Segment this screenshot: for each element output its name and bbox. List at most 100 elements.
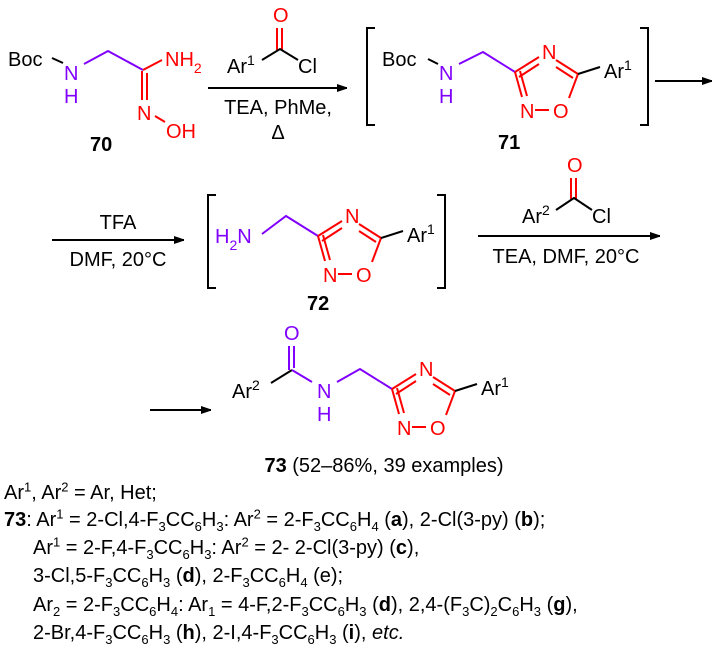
- reagent-tfa: TFA: [100, 212, 137, 234]
- note-text: 6: [307, 632, 315, 647]
- ar1-label: Ar1: [407, 221, 435, 247]
- note-text: 2: [253, 506, 261, 522]
- note-text: h: [182, 622, 195, 644]
- h2n-label: H2N: [215, 226, 252, 253]
- note-text: 3: [158, 519, 166, 534]
- carbonyl-o-label: O: [284, 323, 300, 345]
- note-text: d: [182, 565, 195, 587]
- note-text: H: [189, 537, 205, 559]
- amide-n-label: N: [317, 381, 331, 403]
- reagent-o-label: O: [273, 5, 289, 27]
- note-text: 73: [4, 509, 27, 531]
- note-line-3: Ar1 = 2-F,4-F3CC6H3: Ar2 = 2- 2-Cl(3-py)…: [33, 534, 420, 562]
- note-text: 3: [329, 632, 337, 647]
- bond: [261, 47, 299, 61]
- ch2-bond: [458, 50, 516, 73]
- nh2-label: NH2: [165, 49, 202, 76]
- note-text: 4: [371, 519, 379, 534]
- compound-73: Ar2 O N H N N O Ar1 73 (52–86%, 39 examp…: [150, 323, 509, 477]
- note-text: ), 2-F: [194, 565, 243, 587]
- note-text: (: [336, 622, 349, 644]
- note-text: 3: [242, 575, 250, 590]
- step-3: O Ar2 Cl TEA, DMF, 20°C: [478, 155, 660, 268]
- note-text: 3: [533, 604, 542, 619]
- note-text: 3: [313, 519, 321, 534]
- note-text: a: [390, 509, 403, 531]
- note-text: 6: [337, 604, 345, 619]
- nh-n-label: N: [64, 63, 78, 85]
- note-text: g: [553, 594, 566, 616]
- bond: [142, 59, 163, 71]
- note-text: 3: [462, 604, 470, 619]
- note-text: 2: [61, 479, 69, 495]
- note-text: 2: [53, 604, 61, 619]
- ring-n2-label: N: [520, 101, 534, 123]
- compound-label-71: 71: [498, 132, 520, 154]
- note-text: H: [344, 594, 360, 616]
- bond: [427, 58, 439, 65]
- note-text: 6: [278, 575, 286, 590]
- note-text: CC: [320, 509, 350, 531]
- bond: [555, 196, 593, 211]
- bond: [291, 369, 313, 383]
- note-text: 3: [204, 547, 212, 562]
- oxime-n-label: N: [137, 103, 151, 125]
- note-text: H: [285, 565, 301, 587]
- amide-h-label: H: [317, 404, 331, 426]
- note-text: Ar: [33, 594, 53, 616]
- ring-n4-label: N: [345, 206, 359, 228]
- note-text: 1: [208, 604, 216, 619]
- note-text: ), 2-I,4-F: [194, 622, 272, 644]
- oxadiazole-ring: N N O Ar1: [317, 206, 435, 287]
- ring-o-label: O: [553, 101, 569, 123]
- right-bracket: [437, 194, 446, 289]
- note-text: 3: [163, 632, 171, 647]
- reagent-cl-label: Cl: [592, 206, 611, 228]
- nh-h-label: H: [439, 86, 453, 108]
- note-text: 4: [300, 575, 308, 590]
- note-text: ),: [407, 537, 420, 559]
- note-text: CC: [112, 622, 142, 644]
- note-text: CC: [249, 565, 279, 587]
- left-bracket: [207, 194, 216, 289]
- ring-n2-label: N: [323, 265, 337, 287]
- note-text: 1: [53, 534, 61, 550]
- ring-o-label: O: [430, 418, 446, 440]
- note-text: 2-Br,4-F: [33, 622, 106, 644]
- reagent-cl-label: Cl: [298, 56, 317, 78]
- oh-label: OH: [166, 121, 196, 143]
- ch2-bond: [83, 49, 144, 71]
- ring-n4-label: N: [419, 359, 433, 381]
- note-text: , Ar: [31, 482, 62, 504]
- note-line-6: 2-Br,4-F3CC6H3 (h), 2-I,4-F3CC6H3 (i), e…: [33, 621, 404, 647]
- compound-70: Boc N H NH2 N OH 70: [8, 49, 202, 156]
- compound-label-70: 70: [90, 134, 112, 156]
- note-text: (: [366, 594, 379, 616]
- note-text: c: [395, 537, 408, 559]
- nh-h-label: H: [64, 86, 78, 108]
- note-text: 2: [241, 534, 249, 550]
- note-text: 6: [512, 604, 520, 619]
- note-text: 3: [301, 604, 309, 619]
- ring-o-label: O: [356, 265, 372, 287]
- note-text: H: [148, 622, 164, 644]
- conditions-3: TEA, DMF, 20°C: [493, 246, 640, 268]
- note-line-4: 3-Cl,5-F3CC6H3 (d), 2-F3CC6H4 (e);: [33, 564, 343, 590]
- note-text: 3: [163, 575, 171, 590]
- compound-72: H2N N N O Ar1 72: [207, 194, 446, 315]
- note-text: CC: [278, 622, 308, 644]
- right-bracket: [640, 27, 649, 126]
- note-text: 6: [194, 519, 202, 534]
- conditions-1: TEA, PhMe,: [224, 97, 332, 119]
- note-text: 3: [146, 547, 154, 562]
- note-text: : Ar: [178, 594, 209, 616]
- note-text: = 4-F,2-F: [215, 594, 302, 616]
- ch2-bond: [261, 214, 319, 237]
- note-text: = 2-F: [260, 509, 314, 531]
- compound-label-73: 73 (52–86%, 39 examples): [264, 455, 503, 477]
- note-text: 3: [216, 519, 224, 534]
- note-text: CC: [153, 537, 183, 559]
- compound-label-72: 72: [307, 293, 329, 315]
